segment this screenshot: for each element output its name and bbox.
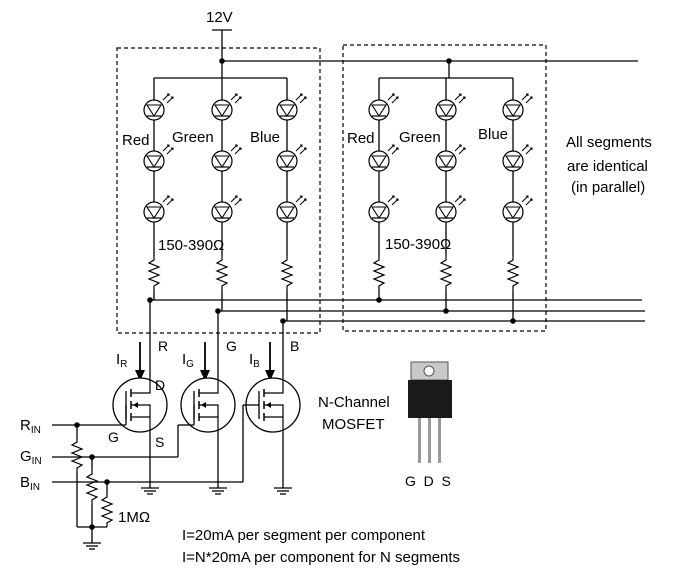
current-arrow-g	[200, 342, 210, 381]
pin-label-g: G	[108, 429, 119, 445]
mosfet-r	[112, 377, 168, 495]
label-red-2: Red	[347, 130, 375, 147]
led-string-blue-2	[502, 78, 533, 291]
gate-wiring	[52, 404, 259, 485]
led-string-red-2	[368, 78, 399, 291]
mosfet-b	[245, 377, 301, 495]
pulldown-resistors	[71, 425, 113, 550]
channel-label-b: B	[290, 338, 299, 354]
led-string-red-1	[143, 78, 174, 291]
mosfet-type-line-1: N-Channel	[318, 394, 390, 411]
segment-2: Red Green Blue 150-390Ω	[342, 44, 547, 332]
pulldown-label: 1MΩ	[118, 509, 150, 526]
current-label-b: IB	[249, 351, 260, 370]
supply-12v: 12V	[206, 9, 638, 78]
to220-package-icon	[408, 361, 452, 463]
current-label-g: IG	[182, 351, 194, 370]
channel-buses	[147, 290, 645, 378]
input-label-b: BIN	[20, 474, 40, 493]
led-string-blue-1	[276, 78, 307, 291]
segment-1: Red Green Blue 150-390Ω	[116, 47, 321, 334]
mosfet-type-line-2: MOSFET	[322, 416, 385, 433]
led-string-green-2	[435, 78, 466, 291]
channel-label-r: R	[158, 338, 168, 354]
formula-line-2: I=N*20mA per component for N segments	[182, 549, 460, 566]
resistor-label: 150-390Ω	[158, 237, 224, 254]
input-label-r: RIN	[20, 417, 41, 436]
channel-label-g: G	[226, 338, 237, 354]
segments-note-line-1: All segments	[566, 134, 652, 151]
label-green-2: Green	[399, 129, 441, 146]
package-pins: G D S	[405, 473, 451, 489]
mosfet-g	[180, 377, 236, 495]
led-string-green-1	[211, 78, 242, 291]
segments-note-line-3: (in parallel)	[571, 179, 645, 196]
current-arrow-b	[265, 342, 275, 381]
resistor-label-2: 150-390Ω	[385, 236, 451, 253]
label-green: Green	[172, 129, 214, 146]
pin-label-d: D	[155, 377, 165, 393]
label-blue-2: Blue	[478, 126, 508, 143]
formula-line-1: I=20mA per segment per component	[182, 527, 426, 544]
input-label-g: GIN	[20, 448, 42, 467]
supply-label: 12V	[206, 9, 233, 26]
label-blue: Blue	[250, 129, 280, 146]
pin-label-s: S	[155, 434, 164, 450]
segments-note-line-2: are identical	[567, 158, 648, 175]
current-label-r: IR	[116, 351, 127, 370]
label-red: Red	[122, 132, 150, 149]
current-arrow-r	[135, 342, 145, 381]
